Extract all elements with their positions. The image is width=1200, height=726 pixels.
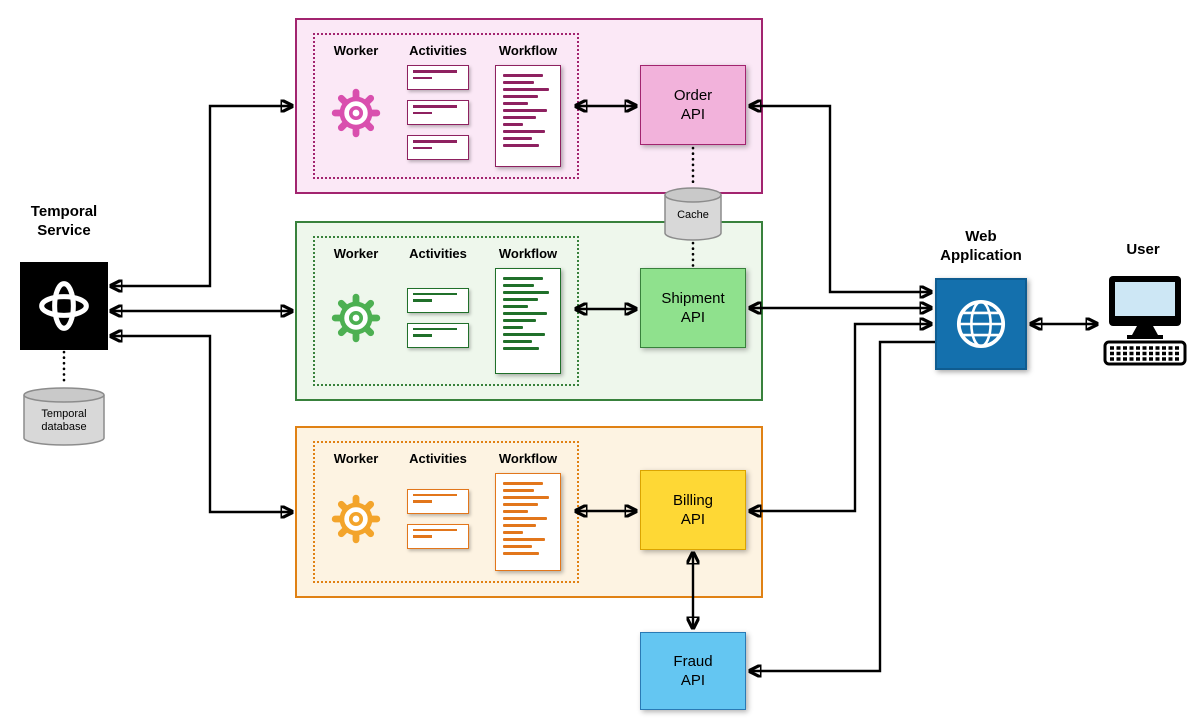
temporal-service-node xyxy=(20,262,108,350)
cache-node: Cache xyxy=(663,187,723,241)
workflow-document-icon xyxy=(495,65,561,167)
billing-worker-group: Worker Activities Workflow xyxy=(313,441,579,583)
database-cylinder-icon xyxy=(23,387,105,446)
desktop-computer-icon xyxy=(1103,276,1187,366)
order-api-node: Order API xyxy=(640,65,746,145)
temporal-knot-icon xyxy=(39,281,89,331)
activity-cards xyxy=(407,287,469,348)
activity-cards xyxy=(407,65,469,160)
activity-card xyxy=(407,100,469,125)
workflow-column: Workflow xyxy=(495,246,561,374)
shipment-worker-group: Worker Activities Workflow xyxy=(313,236,579,386)
billing-api-node: Billing API xyxy=(640,470,746,550)
activity-card xyxy=(407,523,469,549)
worker-label: Worker xyxy=(333,43,379,58)
workflow-label: Workflow xyxy=(498,246,558,261)
worker-gear-icon xyxy=(331,293,381,342)
order-worker-group: Worker Activities Workflow xyxy=(313,33,579,179)
activities-label: Activities xyxy=(409,246,467,261)
temporal-database-label: Temporal database xyxy=(41,408,87,434)
workflow-label: Workflow xyxy=(498,43,558,58)
worker-column: Worker xyxy=(331,43,381,167)
temporal-service-label: Temporal Service xyxy=(30,203,98,239)
temporal-database-node: Temporal database xyxy=(22,386,106,448)
activity-card xyxy=(407,287,469,313)
workflow-document-icon xyxy=(495,268,561,374)
worker-label: Worker xyxy=(333,246,379,261)
workflow-document-icon xyxy=(495,473,561,571)
workflow-label: Workflow xyxy=(498,451,558,466)
activities-column: Activities xyxy=(407,43,469,167)
activity-card xyxy=(407,488,469,514)
workflow-column: Workflow xyxy=(495,43,561,167)
activity-card xyxy=(407,135,469,160)
activity-card xyxy=(407,65,469,90)
activities-label: Activities xyxy=(409,43,467,58)
worker-column: Worker xyxy=(331,451,381,571)
arrow-webapp-fraud-api xyxy=(749,340,935,671)
web-application-label: Web Application xyxy=(940,228,1022,264)
activities-column: Activities xyxy=(407,246,469,374)
activity-card xyxy=(407,322,469,348)
workflow-column: Workflow xyxy=(495,451,561,571)
user-label: User xyxy=(1126,241,1160,258)
web-application-node xyxy=(935,278,1027,370)
activities-label: Activities xyxy=(409,451,467,466)
globe-icon xyxy=(956,299,1006,349)
arrow-temporal-billing-lane xyxy=(110,336,293,512)
user-node xyxy=(1103,274,1187,366)
worker-label: Worker xyxy=(333,451,379,466)
activities-column: Activities xyxy=(407,451,469,571)
database-cylinder-icon xyxy=(664,187,722,241)
worker-gear-icon xyxy=(331,494,381,543)
shipment-api-node: Shipment API xyxy=(640,268,746,348)
fraud-api-node: Fraud API xyxy=(640,632,746,710)
arrow-billing-api-webapp xyxy=(749,324,932,511)
activity-cards xyxy=(407,488,469,549)
cache-label: Cache xyxy=(677,209,709,221)
worker-gear-icon xyxy=(331,88,381,137)
arrow-temporal-order-lane xyxy=(110,106,293,286)
worker-column: Worker xyxy=(331,246,381,374)
